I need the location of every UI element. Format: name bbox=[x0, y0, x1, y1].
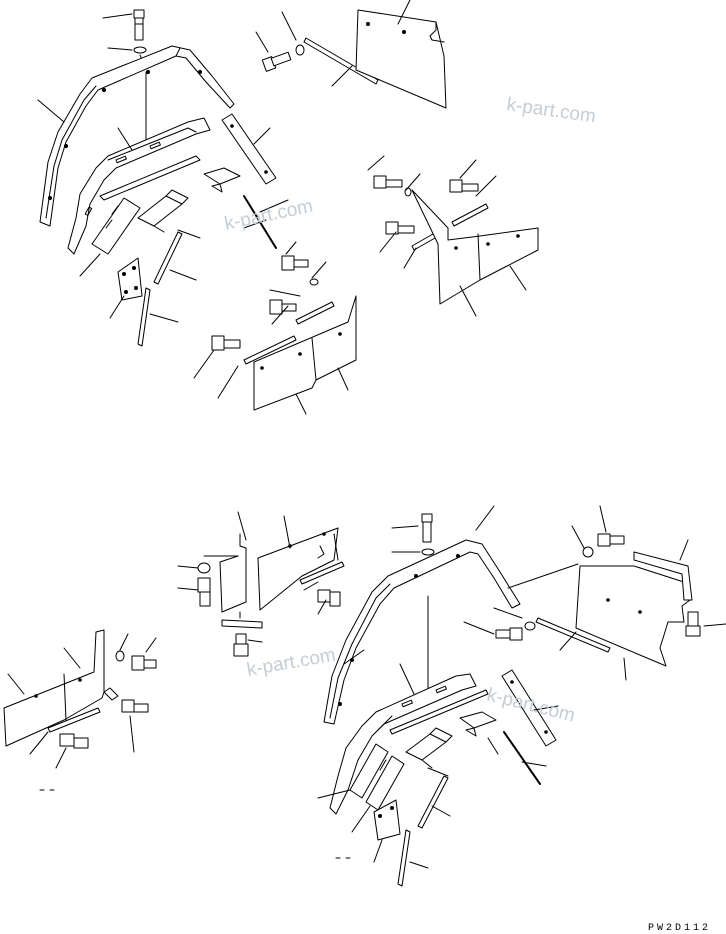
watermark-1: k-part.com bbox=[505, 94, 597, 127]
inner-fender bbox=[68, 118, 210, 254]
drawing-code: PW2D112 bbox=[648, 923, 711, 934]
right-mud-flaps bbox=[412, 190, 538, 304]
mount-plate bbox=[118, 258, 142, 300]
bottom-main-fender bbox=[324, 540, 520, 724]
top-washer bbox=[134, 47, 146, 53]
center-strip-1 bbox=[296, 302, 334, 324]
top-fender-assembly bbox=[38, 0, 538, 414]
watermark-3: k-part.com bbox=[245, 645, 337, 681]
rod-b bbox=[138, 288, 150, 346]
center-bolts bbox=[212, 256, 318, 350]
bottom-right-mud-flap bbox=[576, 566, 690, 666]
left-mud-flaps bbox=[4, 630, 104, 746]
bottom-cover-plates bbox=[350, 728, 452, 810]
bottom-right-bracket bbox=[634, 552, 692, 600]
flap-strip-top bbox=[304, 38, 378, 84]
bottom-mount-plate bbox=[374, 800, 400, 840]
bottom-center-bolt bbox=[496, 628, 522, 640]
bottom-rod-a bbox=[418, 776, 448, 828]
left-strip-1 bbox=[104, 688, 118, 700]
center-strip-2 bbox=[244, 336, 296, 364]
left-bolt-2 bbox=[318, 590, 340, 606]
mid-bracket bbox=[220, 534, 246, 612]
center-mud-flaps bbox=[254, 296, 356, 410]
bottom-rod-b bbox=[398, 830, 410, 886]
left-flap-bolt-1 bbox=[132, 656, 156, 670]
fender-strip bbox=[100, 156, 200, 200]
left-bolt-1 bbox=[198, 578, 210, 606]
bottom-inner-fender bbox=[330, 674, 476, 814]
bottom-right-bolt-2 bbox=[686, 612, 700, 636]
cover-plates bbox=[92, 190, 188, 254]
bottom-left-vertical-bolt bbox=[222, 620, 262, 656]
left-flap-bolt-2 bbox=[122, 700, 148, 712]
bottom-right-bolt bbox=[598, 534, 624, 546]
watermark-2: k-part.com bbox=[223, 196, 315, 235]
bottom-diagonal-plate bbox=[502, 670, 556, 746]
top-bolt-horizontal bbox=[262, 52, 291, 71]
top-bolt bbox=[134, 10, 144, 40]
mid-strip bbox=[300, 562, 344, 584]
top-washer-2 bbox=[296, 45, 304, 55]
left-flap-bolt-3 bbox=[60, 734, 88, 748]
bottom-fender-assembly bbox=[4, 506, 726, 886]
right-strip-1 bbox=[452, 204, 488, 226]
small-bracket bbox=[204, 168, 240, 192]
bottom-top-bolt bbox=[422, 514, 432, 542]
top-mud-flap bbox=[356, 10, 446, 108]
left-strip-2 bbox=[48, 708, 100, 732]
bottom-small-bracket bbox=[460, 712, 496, 736]
bottom-strip bbox=[390, 690, 488, 734]
diagonal-plate bbox=[222, 114, 276, 184]
rod-a bbox=[154, 232, 182, 284]
main-fender bbox=[40, 46, 234, 226]
